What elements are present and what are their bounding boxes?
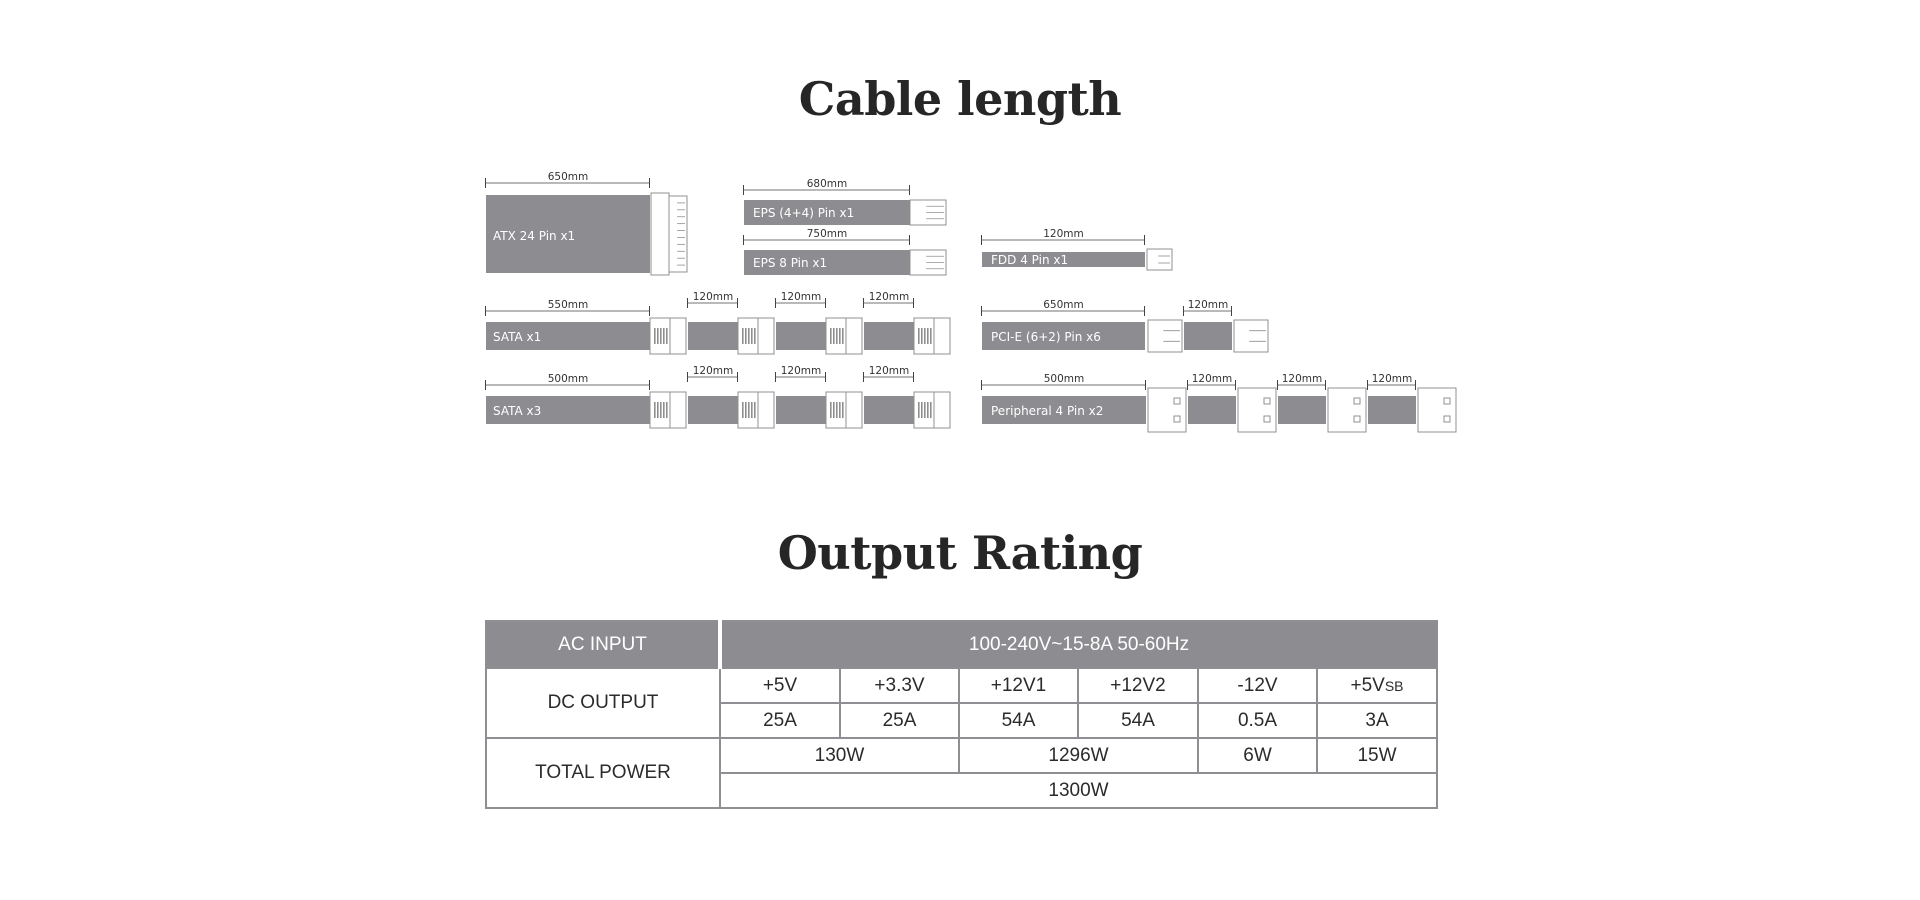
rail-5vsb: +5VSB — [1315, 667, 1439, 704]
fdd4-label: FDD 4 Pin x1 — [991, 253, 1068, 267]
sata1-cable-2 — [776, 322, 826, 350]
current-5v: 25A — [719, 702, 841, 739]
periph-cable-0 — [982, 396, 1146, 424]
atx24-cable — [486, 195, 650, 273]
rail-5v: +5V — [719, 667, 841, 704]
sata1-dim-2-label: 120mm — [781, 291, 822, 303]
atx24-label: ATX 24 Pin x1 — [493, 229, 575, 243]
rail-minus12v: -12V — [1197, 667, 1318, 704]
power-group-5v-3v3: 130W — [719, 737, 960, 774]
sata3-cable-0 — [486, 396, 650, 424]
eps8-dim-label: 750mm — [807, 228, 848, 240]
power-group-12v: 1296W — [958, 737, 1199, 774]
rail-3v3: +3.3V — [839, 667, 960, 704]
sata3-plug-1 — [737, 391, 775, 429]
sata1-dim-0-label: 550mm — [548, 299, 589, 311]
sata1-plug-1 — [737, 317, 775, 355]
sata1-plug-0 — [649, 317, 687, 355]
total-power-groups-row: TOTAL POWER 130W 1296W 6W 15W — [485, 737, 1439, 809]
pcie-cable-1 — [1184, 322, 1232, 350]
atx24-connector — [650, 192, 670, 276]
rail-5vsb-suffix: SB — [1384, 677, 1404, 694]
sata3-plug-3 — [913, 391, 951, 429]
sata3-cable-3 — [864, 396, 914, 424]
sata3-plug-0 — [649, 391, 687, 429]
sata1-cable-1 — [688, 322, 738, 350]
pcie-cable-0 — [982, 322, 1145, 350]
dc-output-rails-row: DC OUTPUT +5V +3.3V +12V1 +12V2 -12V +5V… — [485, 667, 1439, 739]
periph-cable-2 — [1278, 396, 1326, 424]
pcie-label: PCI-E (6+2) Pin x6 — [991, 330, 1101, 344]
sata1-plug-3 — [913, 317, 951, 355]
pcie-connector-1 — [1233, 319, 1269, 353]
pcie-dim-0-label: 650mm — [1043, 299, 1084, 311]
periph-label: Peripheral 4 Pin x2 — [991, 404, 1103, 418]
dc-output-label: DC OUTPUT — [485, 667, 721, 739]
pcie-dim-1-label: 120mm — [1188, 299, 1229, 311]
current-5vsb: 3A — [1315, 702, 1439, 739]
periph-dim-0-label: 500mm — [1044, 373, 1085, 385]
total-power-row: 1300W — [486, 772, 1439, 809]
current-minus12v: 0.5A — [1197, 702, 1318, 739]
rail-12v1: +12V1 — [958, 667, 1079, 704]
sata1-label: SATA x1 — [493, 330, 541, 344]
sata1-cable-3 — [864, 322, 914, 350]
atx24-pins — [668, 195, 688, 273]
fdd4-cable — [982, 252, 1145, 267]
eps44-cable — [744, 200, 910, 225]
periph-dim-3-label: 120mm — [1372, 373, 1413, 385]
sata1-plug-2 — [825, 317, 863, 355]
power-group-minus12v: 6W — [1197, 737, 1318, 774]
rail-12v2: +12V2 — [1077, 667, 1199, 704]
sata3-cable-1 — [688, 396, 738, 424]
rail-5vsb-main: +5V — [1350, 674, 1385, 696]
periph-cable-3 — [1368, 396, 1416, 424]
cable-length-title: Cable length — [798, 72, 1122, 126]
eps44-label: EPS (4+4) Pin x1 — [753, 206, 854, 220]
sata3-dim-3-label: 120mm — [869, 365, 910, 377]
output-rating-title: Output Rating — [777, 526, 1143, 580]
periph-molex-2 — [1327, 387, 1367, 433]
ac-input-value: 100-240V~15-8A 50-60Hz — [718, 620, 1439, 669]
eps8-label: EPS 8 Pin x1 — [753, 256, 827, 270]
atx24-dim-label: 650mm — [548, 171, 589, 183]
periph-molex-0 — [1147, 387, 1187, 433]
sata3-cable-2 — [776, 396, 826, 424]
total-power-value: 1300W — [718, 772, 1439, 809]
dc-output-currents-row: 25A 25A 54A 54A 0.5A 3A — [486, 702, 1439, 739]
sata1-dim-3-label: 120mm — [869, 291, 910, 303]
periph-dim-2-label: 120mm — [1282, 373, 1323, 385]
total-power-label: TOTAL POWER — [485, 737, 721, 809]
fdd4-connector — [1146, 248, 1173, 271]
sata1-cable-0 — [486, 322, 650, 350]
periph-cable-1 — [1188, 396, 1236, 424]
fdd4-dim-label: 120mm — [1043, 228, 1084, 240]
current-3v3: 25A — [839, 702, 960, 739]
sata3-label: SATA x3 — [493, 404, 541, 418]
ac-input-row: AC INPUT 100-240V~15-8A 50-60Hz — [485, 620, 1439, 669]
periph-dim-1-label: 120mm — [1192, 373, 1233, 385]
output-rating-table: AC INPUT 100-240V~15-8A 50-60Hz DC OUTPU… — [485, 620, 1439, 809]
eps44-dim-label: 680mm — [807, 178, 848, 190]
periph-molex-1 — [1237, 387, 1277, 433]
sata1-dim-1-label: 120mm — [693, 291, 734, 303]
eps44-connector — [909, 199, 947, 226]
sata3-dim-1-label: 120mm — [693, 365, 734, 377]
sata3-plug-2 — [825, 391, 863, 429]
sata3-dim-0-label: 500mm — [548, 373, 589, 385]
current-12v1: 54A — [958, 702, 1079, 739]
eps8-cable — [744, 250, 910, 275]
ac-input-label: AC INPUT — [485, 620, 722, 669]
sata3-dim-2-label: 120mm — [781, 365, 822, 377]
power-group-5vsb: 15W — [1315, 737, 1439, 774]
periph-molex-3 — [1417, 387, 1457, 433]
current-12v2: 54A — [1077, 702, 1199, 739]
pcie-connector-0 — [1147, 319, 1183, 353]
eps8-connector — [909, 249, 947, 276]
